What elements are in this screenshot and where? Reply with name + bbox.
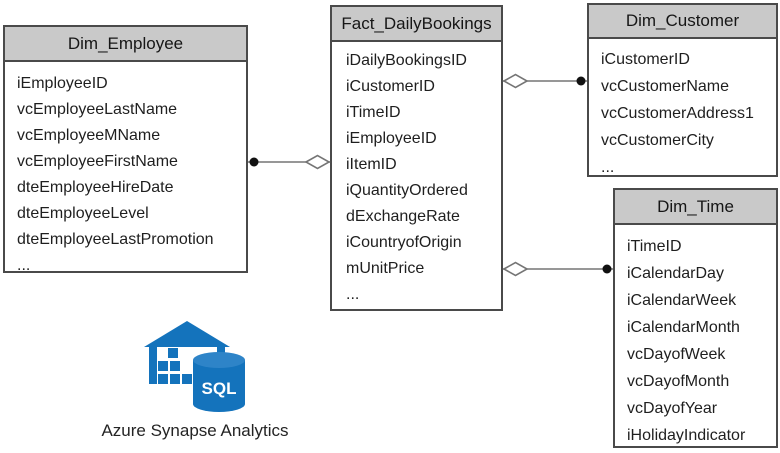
table-field: mUnitPrice <box>346 260 425 277</box>
table-field: iCustomerID <box>346 78 435 95</box>
table-dim-employee: Dim_Employee iEmployeeID vcEmployeeLastNa… <box>3 25 248 274</box>
table-field: dExchangeRate <box>346 208 460 225</box>
table-field: vcEmployeeMName <box>17 127 161 144</box>
table-field: vcEmployeeLastName <box>17 101 178 118</box>
table-field-list: iEmployeeID vcEmployeeLastName vcEmployeeM… <box>5 62 246 279</box>
sql-badge-text: SQL <box>202 379 237 398</box>
one-marker-circle <box>602 264 612 274</box>
table-field: vcEmployeeFirstName <box>17 153 178 170</box>
one-marker-circle <box>249 157 259 167</box>
table-field: vcDayofWeek <box>627 346 726 363</box>
table-fact-dailybookings: Fact_DailyBookings iDailyBookingsID iCust… <box>330 5 503 311</box>
table-field: iTimeID <box>346 104 401 121</box>
table-field: iCountryofOrigin <box>346 234 462 251</box>
table-field: iEmployeeID <box>17 75 108 92</box>
table-title-dim-time: Dim_Time <box>615 190 776 225</box>
warehouse-roof <box>144 321 230 347</box>
table-field: vcCustomerName <box>601 78 730 95</box>
table-title-fact-dailybookings: Fact_DailyBookings <box>332 7 501 42</box>
many-marker-diamond <box>502 261 529 277</box>
table-field: iTimeID <box>627 238 682 255</box>
relationship-employee-fact <box>248 154 331 170</box>
table-field: iCustomerID <box>601 51 690 68</box>
table-field-list: iDailyBookingsID iCustomerID iTimeID iEmplo… <box>332 42 501 308</box>
table-field-list: iCustomerID vcCustomerName vcCustomerAddre… <box>589 39 776 181</box>
one-marker-circle <box>576 76 586 86</box>
table-title-dim-employee: Dim_Employee <box>5 27 246 62</box>
table-field: vcDayofMonth <box>627 373 730 390</box>
table-field: vcDayofYear <box>627 400 718 417</box>
table-field: iItemID <box>346 156 397 173</box>
cylinder-body <box>193 360 245 412</box>
table-dim-time: Dim_Time iTimeID iCalendarDay iCalendarWee… <box>613 188 778 448</box>
table-field: iDailyBookingsID <box>346 52 467 69</box>
sql-database-icon: SQL <box>193 352 245 412</box>
table-field: iCalendarMonth <box>627 319 740 336</box>
table-field: vcCustomerCity <box>601 132 714 149</box>
table-field: iHolidayIndicator <box>627 427 746 444</box>
table-field: iEmployeeID <box>346 130 437 147</box>
cylinder-top <box>193 352 245 368</box>
table-field: vcCustomerAddress1 <box>601 105 754 122</box>
many-marker-diamond <box>304 154 331 170</box>
many-marker-diamond <box>502 73 529 89</box>
table-field: ... <box>346 286 360 303</box>
azure-synapse-analytics-icon: SQL <box>144 321 245 412</box>
logo-label: Azure Synapse Analytics <box>101 421 289 440</box>
table-title-dim-customer: Dim_Customer <box>589 5 776 39</box>
table-field-list: iTimeID iCalendarDay iCalendarWeek iCalenda… <box>615 225 776 449</box>
table-field: dteEmployeeLastPromotion <box>17 231 214 248</box>
warehouse-left-wall <box>149 347 157 384</box>
relationship-fact-customer <box>502 73 587 89</box>
table-field: iCalendarWeek <box>627 292 737 309</box>
table-field: ... <box>17 257 31 274</box>
table-field: iCalendarDay <box>627 265 724 282</box>
table-field: iQuantityOrdered <box>346 182 468 199</box>
relationship-fact-time <box>502 261 613 277</box>
table-field: ... <box>601 159 615 176</box>
table-field: dteEmployeeLevel <box>17 205 149 222</box>
table-field: dteEmployeeHireDate <box>17 179 174 196</box>
table-dim-customer: Dim_Customer iCustomerID vcCustomerName vc… <box>587 3 778 177</box>
